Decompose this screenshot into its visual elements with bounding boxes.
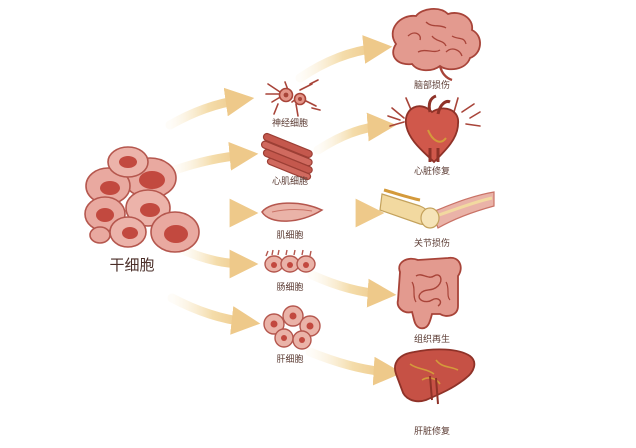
intestinal-cells-icon (264, 249, 316, 273)
intestine-label: 组织再生 (413, 335, 451, 345)
joint-label: 关节损伤 (413, 239, 451, 249)
muscle-fiber-icon (261, 202, 324, 222)
neuron-icon (265, 79, 321, 117)
intestine-icon (396, 256, 462, 330)
arrow-to-enterocyte (178, 245, 259, 279)
liver-icon (394, 348, 476, 405)
myocyte-label: 肌细胞 (276, 231, 304, 241)
cardiac-muscle-fibers-icon (260, 132, 313, 181)
brain-label: 脑部损伤 (413, 81, 451, 91)
stem-cell-cluster-icon (84, 146, 200, 253)
arrow-to-hepatocyte (167, 293, 261, 335)
heart-label: 心脏修复 (413, 167, 451, 177)
arrow-to-neuron (165, 87, 255, 130)
hepatocyte-label: 肝细胞 (276, 355, 304, 365)
liver-cells-icon (263, 305, 321, 350)
arrow-to-brain (295, 35, 393, 83)
arrow-to-heart (313, 112, 397, 155)
cardiomyocyte-label: 心肌细胞 (271, 177, 309, 187)
arrow-to-cardiomyocyte (170, 141, 259, 175)
enterocyte-label: 肠细胞 (276, 283, 304, 293)
brain-icon (391, 8, 481, 82)
heart-icon (387, 94, 481, 164)
neuron-label: 神经细胞 (271, 119, 309, 129)
arrow-to-liver (305, 347, 403, 386)
liver-label: 肝脏修复 (413, 427, 451, 437)
arrow-to-intestine (307, 270, 397, 308)
stem-cell-label: 干细胞 (109, 256, 155, 274)
arrows-to-outcomes (295, 35, 403, 386)
knee-joint-icon (379, 188, 495, 229)
arrows-to-cell-types (165, 87, 261, 335)
